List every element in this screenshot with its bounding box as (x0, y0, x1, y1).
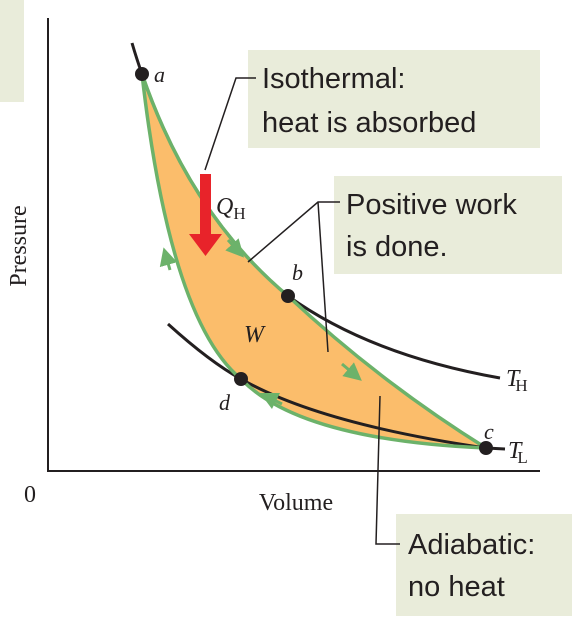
isothermal-callout-line2: heat is absorbed (262, 107, 476, 139)
label-point-d: d (219, 390, 231, 415)
work-leader-line-to-ab (247, 201, 340, 263)
label-point-c: c (484, 419, 494, 444)
state-point-c (479, 441, 493, 455)
isotherm-low-label: TL (508, 438, 528, 467)
work-label: W (244, 322, 266, 348)
origin-label: 0 (24, 482, 36, 508)
adiabatic-callout-line1: Adiabatic: (408, 529, 535, 561)
heat-arrow-shaft (200, 174, 211, 236)
label-point-b: b (292, 260, 303, 285)
left-partial-callout-box (0, 0, 24, 102)
direction-arrow-cd (259, 392, 283, 410)
state-point-a (135, 67, 149, 81)
x-axis-label: Volume (259, 490, 333, 516)
adiabatic-callout-box (396, 514, 572, 616)
isotherm-high-label: TH (506, 366, 528, 395)
isothermal-leader-line (204, 77, 256, 171)
adiabatic-callout-line2: no heat (408, 571, 505, 603)
isothermal-callout-line1: Isothermal: (262, 63, 405, 95)
work-callout-line1: Positive work (346, 189, 517, 221)
state-point-d (234, 372, 248, 386)
adiabatic-leader-line (375, 395, 400, 545)
y-axis-label: Pressure (6, 205, 32, 286)
work-callout-line2: is done. (346, 231, 448, 263)
heat-label: QH (216, 194, 246, 223)
direction-arrow-bc (341, 362, 362, 381)
direction-arrow-ab (225, 238, 245, 258)
state-point-b (281, 289, 295, 303)
work-callout-box (334, 176, 562, 274)
direction-arrow-da (159, 247, 178, 271)
work-leader-line-to-bc (317, 201, 329, 353)
label-point-a: a (154, 62, 165, 87)
heat-arrow-head (189, 234, 222, 256)
isothermal-callout-box (248, 50, 540, 148)
cycle-region (142, 74, 486, 448)
